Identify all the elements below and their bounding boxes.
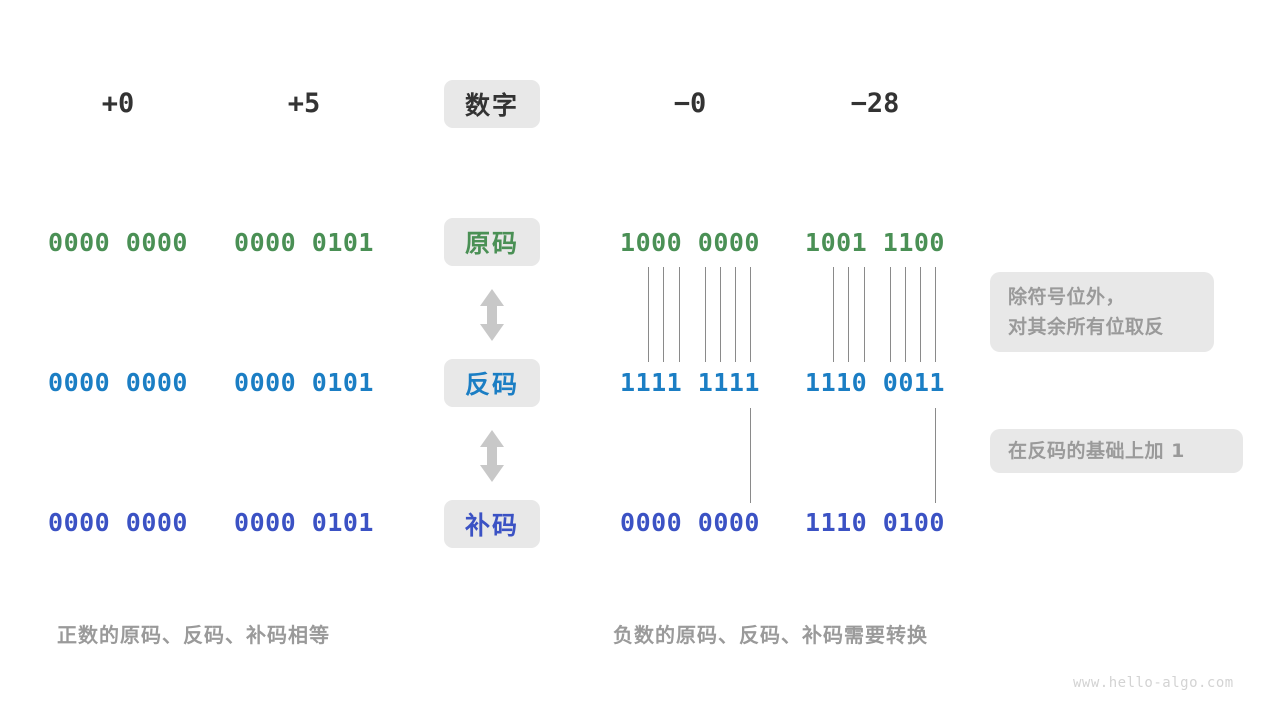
cell-ones-complement-plus-five: 0000 0101: [234, 368, 374, 397]
cell-true-form-plus-zero: 0000 0000: [48, 228, 188, 257]
column-header-minus-twentyeight: −28: [850, 88, 900, 119]
note-invert-bits: 除符号位外， 对其余所有位取反: [990, 272, 1214, 352]
connector-line: [720, 267, 721, 362]
note-add-one-line-1: 在反码的基础上加 1: [1008, 440, 1185, 462]
note-invert-line-1: 除符号位外，: [1008, 286, 1126, 308]
cell-ones-complement-minus-twentyeight: 1110 0011: [805, 368, 945, 397]
connector-line: [648, 267, 649, 362]
connector-line: [920, 267, 921, 362]
double-headed-vertical-arrow-icon: [480, 289, 504, 341]
connector-line: [935, 267, 936, 362]
cell-twos-complement-minus-zero: 0000 0000: [620, 508, 760, 537]
caption-positive: 正数的原码、反码、补码相等: [57, 623, 330, 647]
row-label-true-form: 原码: [444, 218, 540, 266]
connector-line: [705, 267, 706, 362]
note-add-one: 在反码的基础上加 1: [990, 429, 1243, 473]
cell-ones-complement-minus-zero: 1111 1111: [620, 368, 760, 397]
cell-true-form-plus-five: 0000 0101: [234, 228, 374, 257]
cell-true-form-minus-twentyeight: 1001 1100: [805, 228, 945, 257]
arrow-ones-to-twos: [475, 428, 509, 488]
arrow-true-to-ones: [475, 287, 509, 347]
note-invert-line-2: 对其余所有位取反: [1008, 316, 1165, 338]
double-headed-vertical-arrow-icon: [480, 430, 504, 482]
cell-twos-complement-plus-five: 0000 0101: [234, 508, 374, 537]
column-header-plus-zero: +0: [101, 88, 135, 119]
connector-line: [848, 267, 849, 362]
row-label-ones-complement: 反码: [444, 359, 540, 407]
cell-twos-complement-plus-zero: 0000 0000: [48, 508, 188, 537]
row-label-twos-complement: 补码: [444, 500, 540, 548]
cell-twos-complement-minus-twentyeight: 1110 0100: [805, 508, 945, 537]
connector-line: [750, 408, 751, 503]
row-label-number: 数字: [444, 80, 540, 128]
connector-line: [679, 267, 680, 362]
cell-true-form-minus-zero: 1000 0000: [620, 228, 760, 257]
connector-line: [663, 267, 664, 362]
connector-line: [750, 267, 751, 362]
connector-line: [833, 267, 834, 362]
caption-negative: 负数的原码、反码、补码需要转换: [613, 623, 928, 647]
watermark: www.hello-algo.com: [1073, 675, 1234, 691]
connector-line: [935, 408, 936, 503]
cell-ones-complement-plus-zero: 0000 0000: [48, 368, 188, 397]
connector-line: [890, 267, 891, 362]
connector-line: [735, 267, 736, 362]
column-header-minus-zero: −0: [673, 88, 707, 119]
connector-line: [905, 267, 906, 362]
column-header-plus-five: +5: [287, 88, 321, 119]
connector-line: [864, 267, 865, 362]
